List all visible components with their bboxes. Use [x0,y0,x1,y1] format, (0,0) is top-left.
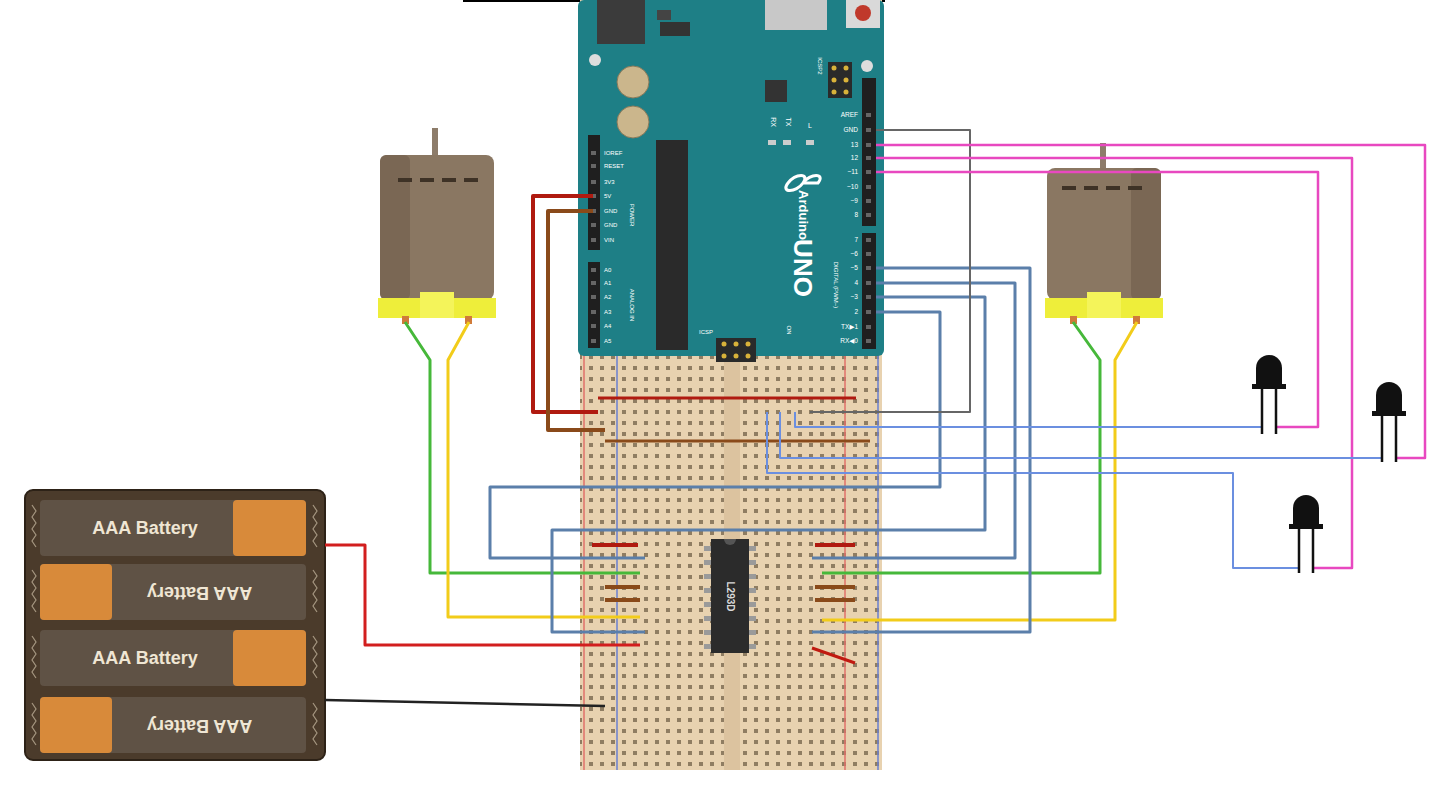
board-label: ICSP [699,329,713,335]
pin-label: IOREF [604,150,622,156]
pin-label: GND [604,208,617,214]
pin-label: 12 [851,155,858,162]
board-label: UNO [790,239,816,297]
battery-label: AAA Battery [147,582,252,603]
pin-label: ~3 [851,294,858,301]
board-label: ON [786,326,792,335]
pin-label: A3 [604,309,611,315]
battery-holder [25,490,325,760]
pin-label: GND [844,127,858,134]
ir-sensor [1372,382,1406,462]
battery-label: AAA Battery [92,518,197,539]
board-label: L [808,122,812,129]
pin-label: ~11 [847,169,858,176]
pin-label: A0 [604,267,611,273]
pin-label: 3V3 [604,179,615,185]
pin-label: A1 [604,280,611,286]
board-label: ICSP2 [817,57,823,74]
pin-label: RX◀0 [840,338,858,345]
ir-sensor [1289,495,1323,573]
pin-label: 2 [854,309,858,316]
pin-label: 4 [854,280,858,287]
chip-label: L293D [724,581,735,611]
battery-cell: AAA Battery [143,580,256,605]
pin-label: 13 [851,142,858,149]
board-label: POWER [629,204,635,227]
pin-label: 7 [854,237,858,244]
dc-motor [1045,143,1163,324]
battery-label: AAA Battery [147,715,252,736]
wires [325,130,1425,706]
board-label: TX [785,118,792,127]
pin-label: 5V [604,193,611,199]
battery-cell: AAA Battery [143,713,256,738]
board-label: RX [770,117,777,127]
battery-cell: AAA Battery [88,646,201,671]
board-label: DIGITAL (PWM~) [833,262,839,309]
board-label: Arduino [797,190,810,240]
arduino-board [578,0,884,362]
pin-label: TX▶1 [841,324,858,331]
dc-motor [378,128,496,324]
chip-body: L293D [711,589,749,604]
ir-sensor [1252,355,1286,434]
pin-label: VIN [604,237,614,243]
l293d-chip [704,539,756,653]
pin-label: RESET [604,163,624,169]
pin-label: A2 [604,294,611,300]
pin-label: 8 [854,212,858,219]
pin-label: A5 [604,338,611,344]
pin-label: ~6 [851,251,858,258]
battery-label: AAA Battery [92,648,197,669]
board-label: ANALOG IN [629,289,635,322]
battery-cell: AAA Battery [88,516,201,541]
pin-label: A4 [604,323,611,329]
pin-label: ~10 [847,184,858,191]
pin-label: ~5 [851,265,858,272]
pin-label: GND [604,222,617,228]
pin-label: AREF [841,112,858,119]
pin-label: ~9 [851,198,858,205]
